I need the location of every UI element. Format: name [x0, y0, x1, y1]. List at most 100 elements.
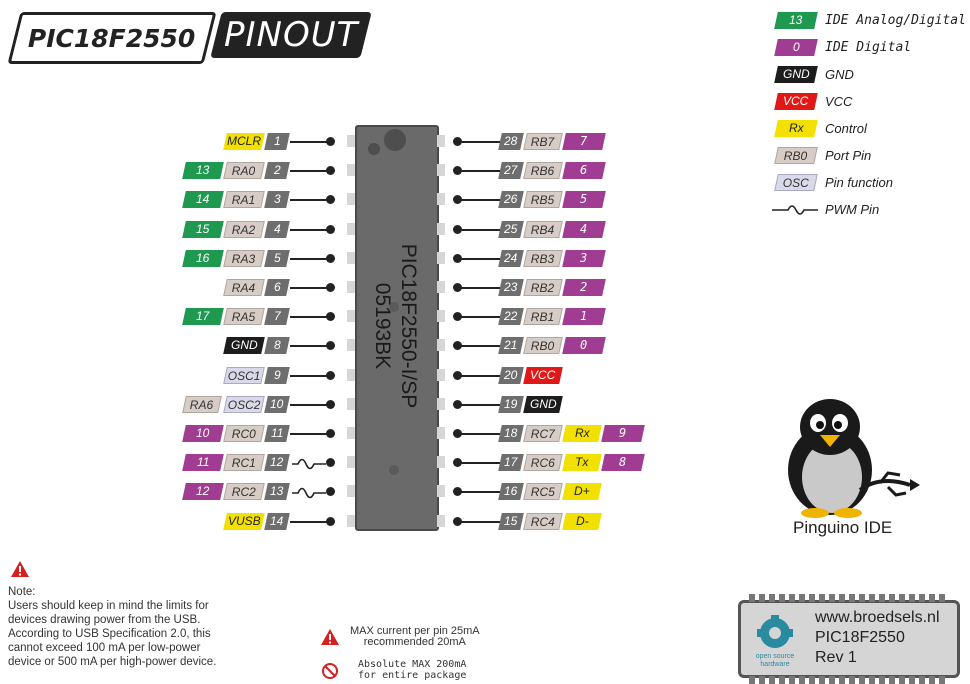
pin-ide-number-text: 11	[196, 455, 210, 470]
pin-dot	[326, 370, 335, 380]
badge-pins	[749, 594, 949, 602]
chip-leg	[347, 251, 355, 264]
pin-number-text: 24	[504, 250, 518, 265]
pin-port-text: OSC1	[227, 368, 261, 383]
pin-dot	[453, 458, 462, 468]
pin-ide-number-text: 8	[619, 455, 627, 470]
pin-line	[290, 403, 330, 406]
pin-dot	[453, 341, 462, 351]
chip-leg	[437, 310, 445, 323]
pin-line	[458, 199, 500, 202]
chip-leg	[347, 485, 355, 498]
pin-number: 13	[264, 483, 290, 501]
pin-number: 4	[264, 220, 290, 238]
pin-port: GND	[523, 395, 563, 413]
pin-number-text: 26	[504, 192, 518, 207]
pin-number-text: 17	[504, 455, 518, 470]
pin-line	[458, 287, 500, 289]
pin-port-text: RC1	[231, 456, 256, 471]
pin-port-text: RB4	[531, 222, 555, 237]
pin-number: 9	[264, 366, 290, 384]
badge-url: www.broedsels.nl	[815, 609, 940, 626]
open-source-hardware-logo-icon	[757, 615, 793, 648]
legend-label: Port Pin	[825, 148, 872, 163]
pin-dot	[453, 166, 462, 176]
pin-number-text: 13	[270, 484, 284, 499]
chip-leg	[347, 281, 355, 293]
chip-leg	[347, 514, 355, 527]
pin-port: RC7	[523, 425, 563, 442]
pin-number-text: 23	[504, 280, 518, 294]
pin-dot	[453, 195, 462, 205]
chip-leg	[437, 164, 445, 177]
pin-line	[458, 170, 500, 173]
pin-port-text: RB5	[531, 193, 555, 208]
pin-line	[458, 374, 500, 377]
legend-badge-text: 0	[792, 40, 800, 54]
pin-port: RA2	[223, 220, 265, 238]
pin-line	[458, 520, 500, 523]
pin-number-text: 9	[273, 367, 281, 382]
pin-line	[290, 141, 330, 143]
legend-badge: RB0	[774, 147, 818, 164]
legend-badge-text: GND	[782, 67, 810, 81]
notch-marker	[384, 129, 406, 151]
chip-leg	[347, 164, 355, 177]
pin-dot	[453, 429, 462, 438]
chip-leg	[437, 514, 445, 527]
note-heading: Note:	[8, 586, 36, 598]
pin-port-text: GND	[230, 338, 258, 353]
osh-line1: open source	[755, 653, 795, 660]
legend-badge-text: 13	[789, 13, 803, 27]
chip-leg	[347, 193, 355, 206]
chip-leg	[437, 485, 445, 498]
pin-port: MCLR	[223, 133, 265, 150]
pin-port-text: RB1	[531, 310, 555, 325]
pin-port-text: RC4	[530, 514, 555, 529]
pin-port: RB5	[523, 191, 563, 209]
pin-line	[290, 228, 330, 231]
pin-dot	[326, 458, 335, 468]
pin-ide-number: 6	[562, 162, 606, 180]
pin-dot	[326, 283, 335, 292]
pin-port-text: RA4	[232, 281, 256, 295]
pin-port-text: RC7	[530, 427, 555, 441]
pin-number-text: 25	[504, 221, 518, 236]
pin-port-text: RC5	[530, 485, 555, 500]
pin-ide-number-text: 2	[580, 280, 588, 294]
pin-number: 7	[264, 308, 290, 326]
warning-icon	[11, 561, 29, 577]
pin-port: GND	[223, 337, 265, 355]
pin-function: D+	[562, 483, 602, 501]
pin-ide-number-text: 3	[580, 250, 588, 265]
pin-number-text: 10	[270, 396, 284, 411]
legend-badge-text: OSC	[782, 176, 809, 190]
pin-dot	[453, 137, 462, 146]
pin-port: RC0	[223, 425, 265, 442]
note-line: cannot exceed 100 mA per low-power	[8, 642, 201, 654]
pin-number-text: 28	[504, 134, 518, 148]
pin-ide-number: 0	[562, 337, 606, 355]
pin-port: RB2	[523, 279, 563, 296]
pin-dot	[326, 166, 335, 176]
legend-badge-text: RB0	[784, 149, 808, 163]
pin-port: VUSB	[223, 512, 265, 530]
pin-function: Rx	[562, 425, 602, 442]
pin-line	[290, 520, 330, 523]
pin-ide-number-text: 4	[580, 221, 588, 236]
pin-port: RC1	[223, 454, 265, 472]
chip-leg	[347, 397, 355, 410]
pin-port-text: RB3	[531, 251, 555, 266]
pin-line	[290, 345, 330, 348]
pin-ide-number-text: 17	[196, 309, 210, 324]
legend-badge: Rx	[774, 120, 818, 137]
legend-badge: GND	[774, 66, 818, 83]
pin-number-text: 6	[273, 280, 281, 294]
pin-dot	[453, 224, 462, 234]
mascot-label: Pinguino IDE	[793, 518, 893, 537]
pin-port: RC6	[523, 454, 563, 472]
note-line: devices drawing power from the USB.	[8, 614, 201, 626]
pin-line	[458, 433, 500, 435]
pinout-title-box: PINOUT	[210, 12, 372, 58]
chip-leg	[437, 456, 445, 469]
